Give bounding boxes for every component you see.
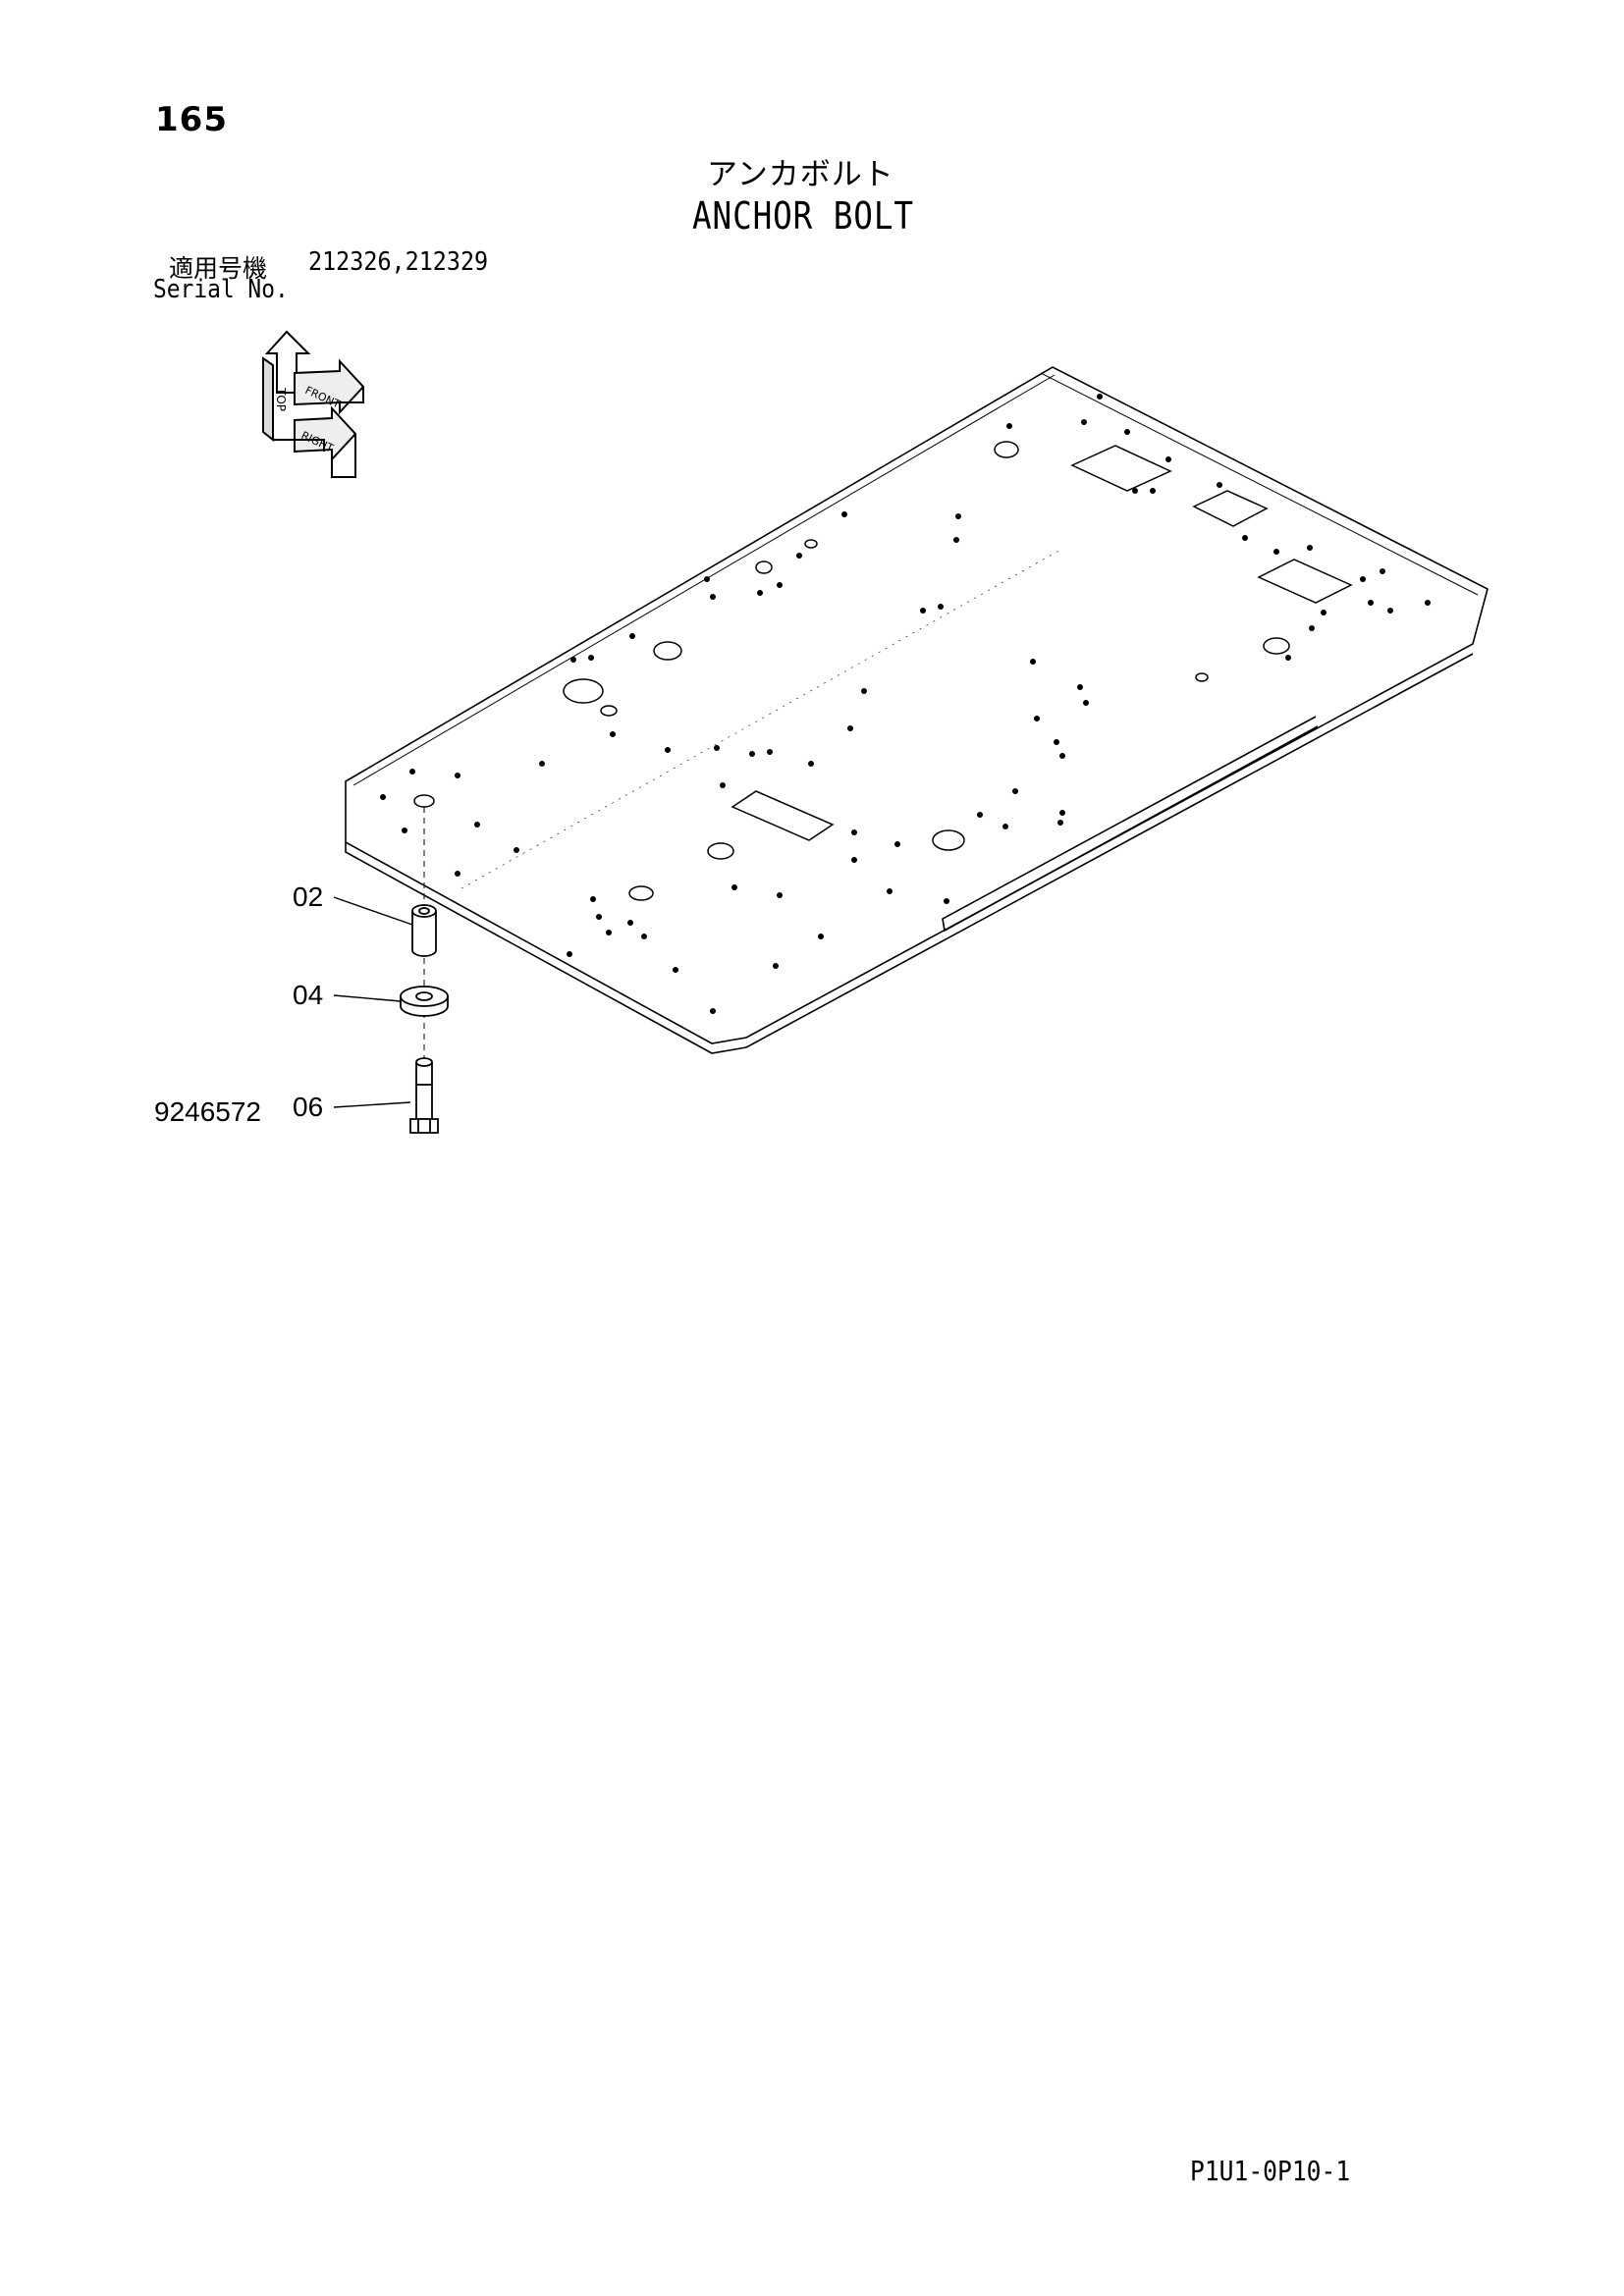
serial-label-english: Serial No. bbox=[153, 275, 289, 304]
part-ref-04: 04 bbox=[293, 980, 324, 1010]
part-ref-02: 02 bbox=[293, 881, 324, 912]
base-plate bbox=[345, 366, 1489, 1054]
plate-small-holes bbox=[380, 394, 1431, 1014]
leader-lines bbox=[333, 896, 413, 1108]
serial-numbers: 212326,212329 bbox=[308, 247, 489, 277]
page-code: P1U1-0P10-1 bbox=[1190, 2155, 1351, 2187]
part-ref-06: 06 bbox=[293, 1092, 324, 1122]
drawing-number: 9246572 bbox=[154, 1096, 262, 1127]
washer-part-04 bbox=[400, 986, 449, 1017]
svg-text:TOP: TOP bbox=[274, 387, 288, 411]
page-number: 165 bbox=[155, 100, 228, 139]
spacer-part-02 bbox=[411, 904, 437, 957]
plate-holes bbox=[413, 441, 1353, 901]
orientation-arrows-icon: TOP FRONT RIGHT bbox=[262, 330, 365, 478]
title-japanese: アンカボルト bbox=[707, 157, 894, 192]
title-english: ANCHOR BOLT bbox=[692, 194, 914, 238]
serial-label-japanese: 適用号機 bbox=[169, 254, 268, 283]
bolt-part-06 bbox=[409, 1057, 439, 1134]
